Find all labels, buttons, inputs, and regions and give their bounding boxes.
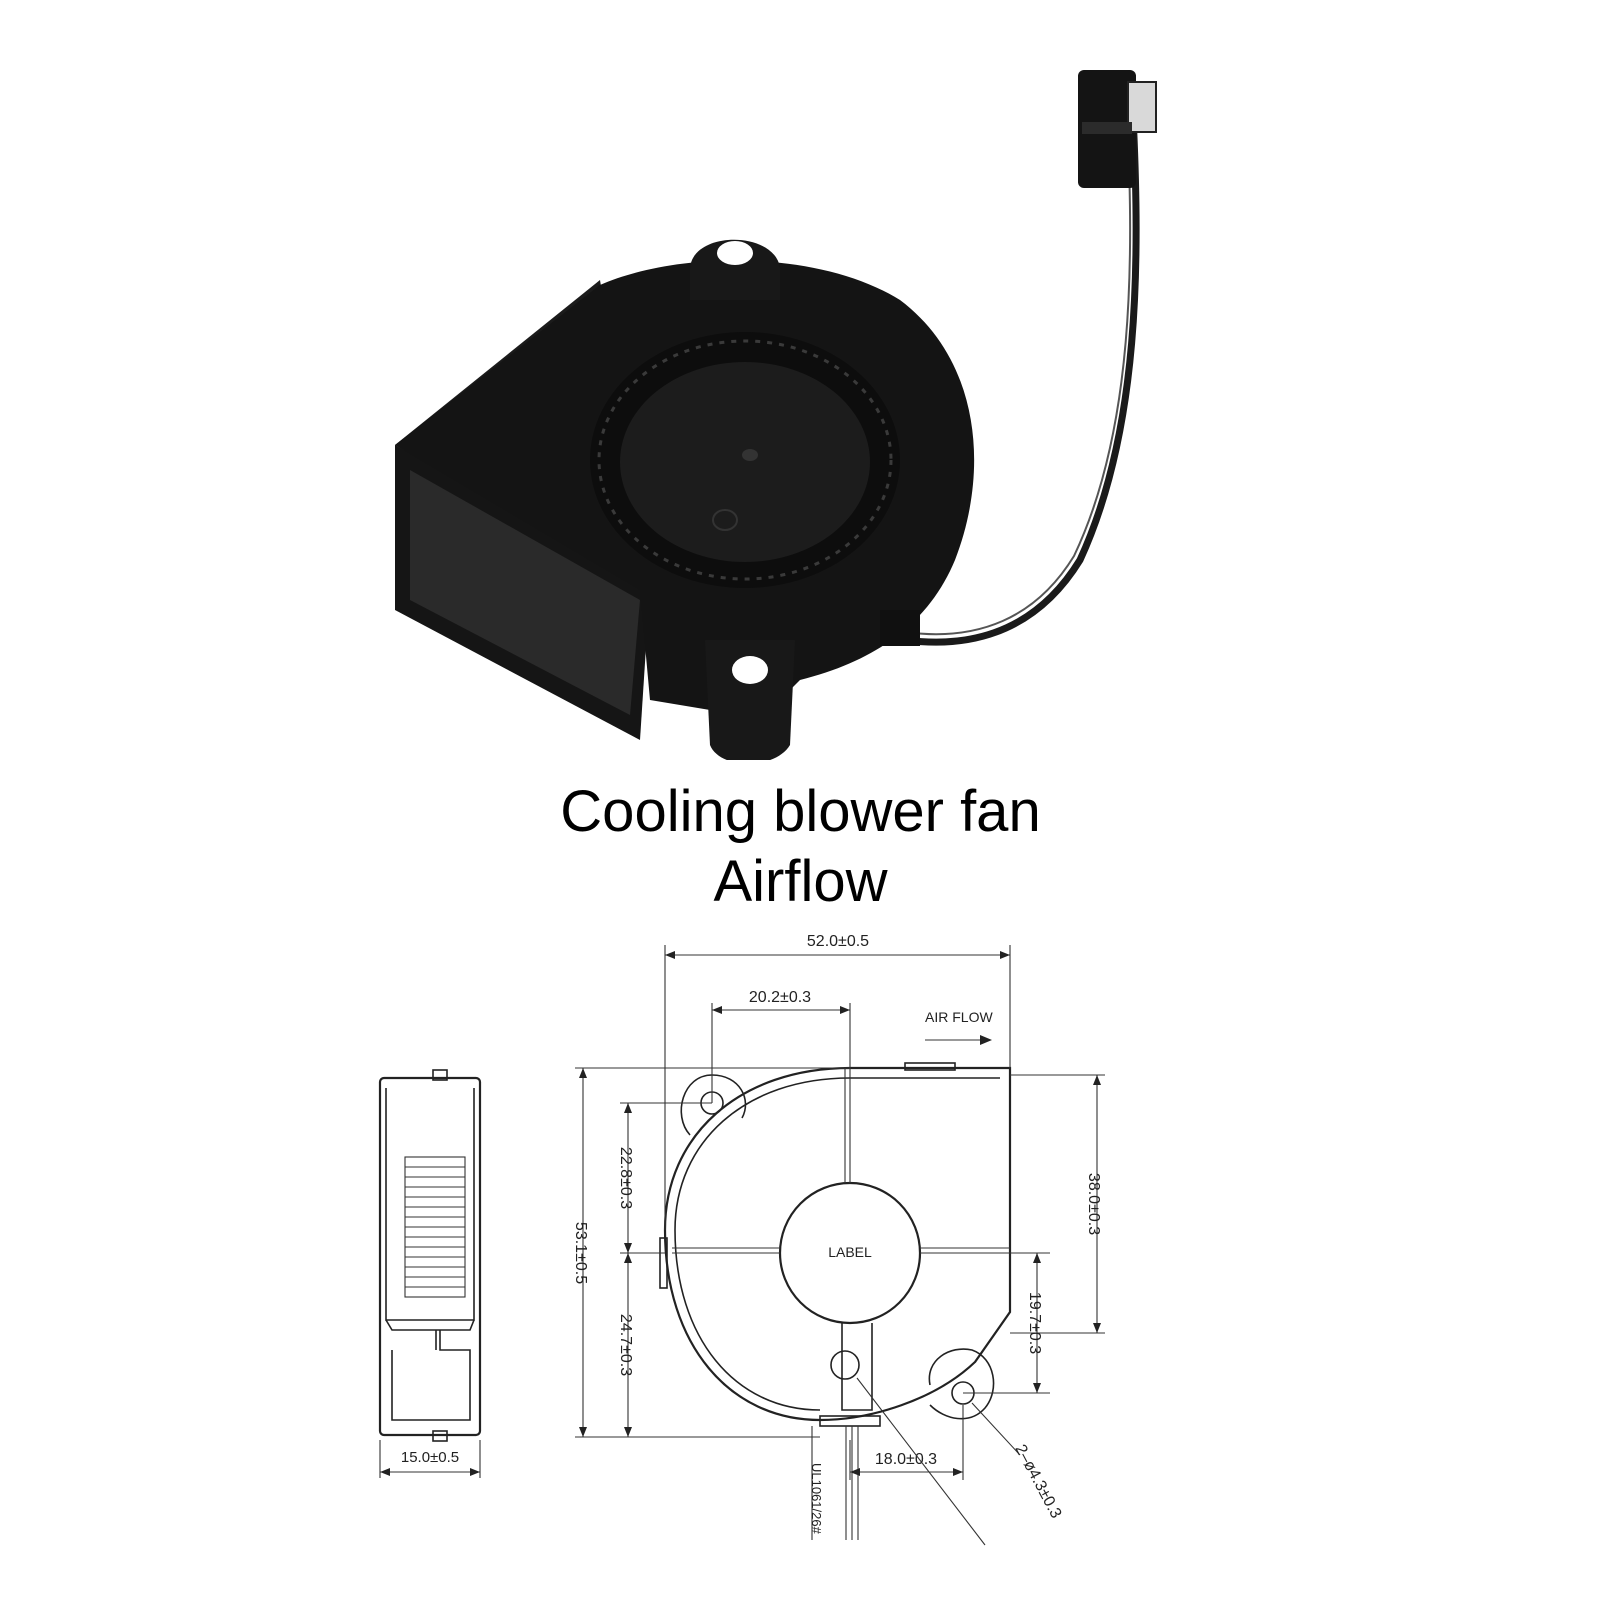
technical-drawing: 15.0±0.5 LABEL [378, 933, 1105, 1546]
fan-mount-ear-bottom [705, 640, 795, 760]
fan-mount-ear-top [690, 239, 780, 300]
dim-hole-offset: 20.2±0.3 [749, 989, 811, 1006]
dim-bottom-hole: 18.0±0.3 [875, 1451, 937, 1468]
front-view: LABEL UL1061/26# [659, 1062, 1012, 1540]
side-view-slats [404, 1156, 466, 1298]
dim-upper: 22.8±0.3 [617, 1147, 634, 1209]
dim-thickness: 15.0±0.5 [401, 1449, 459, 1466]
fan-hub [620, 362, 870, 562]
fan-cable-clip [880, 610, 920, 646]
fan-product-photo [395, 70, 1157, 760]
dim-width: 52.0±0.5 [807, 933, 869, 950]
dimensions: 52.0±0.5 20.2±0.3 AIR FLOW 53.1±0.5 22.8… [572, 933, 1105, 1546]
dim-lower: 24.7±0.3 [617, 1314, 634, 1376]
side-view: 15.0±0.5 [378, 1069, 482, 1478]
dim-holes: 2–ø4.3±0.3 [1011, 1442, 1064, 1521]
caption-title: Cooling blower fan [560, 779, 1041, 844]
dim-right-lower: 19.7±0.3 [1026, 1292, 1043, 1354]
caption-subtitle: Airflow [713, 849, 888, 914]
fan-cable [904, 114, 1140, 646]
dim-right-outlet: 38.0±0.3 [1085, 1173, 1102, 1235]
dim-height-total: 53.1±0.5 [572, 1222, 589, 1284]
cable-label: UL1061/26# [809, 1463, 824, 1535]
label-text: LABEL [828, 1244, 872, 1260]
air-flow-label: AIR FLOW [925, 1009, 993, 1025]
